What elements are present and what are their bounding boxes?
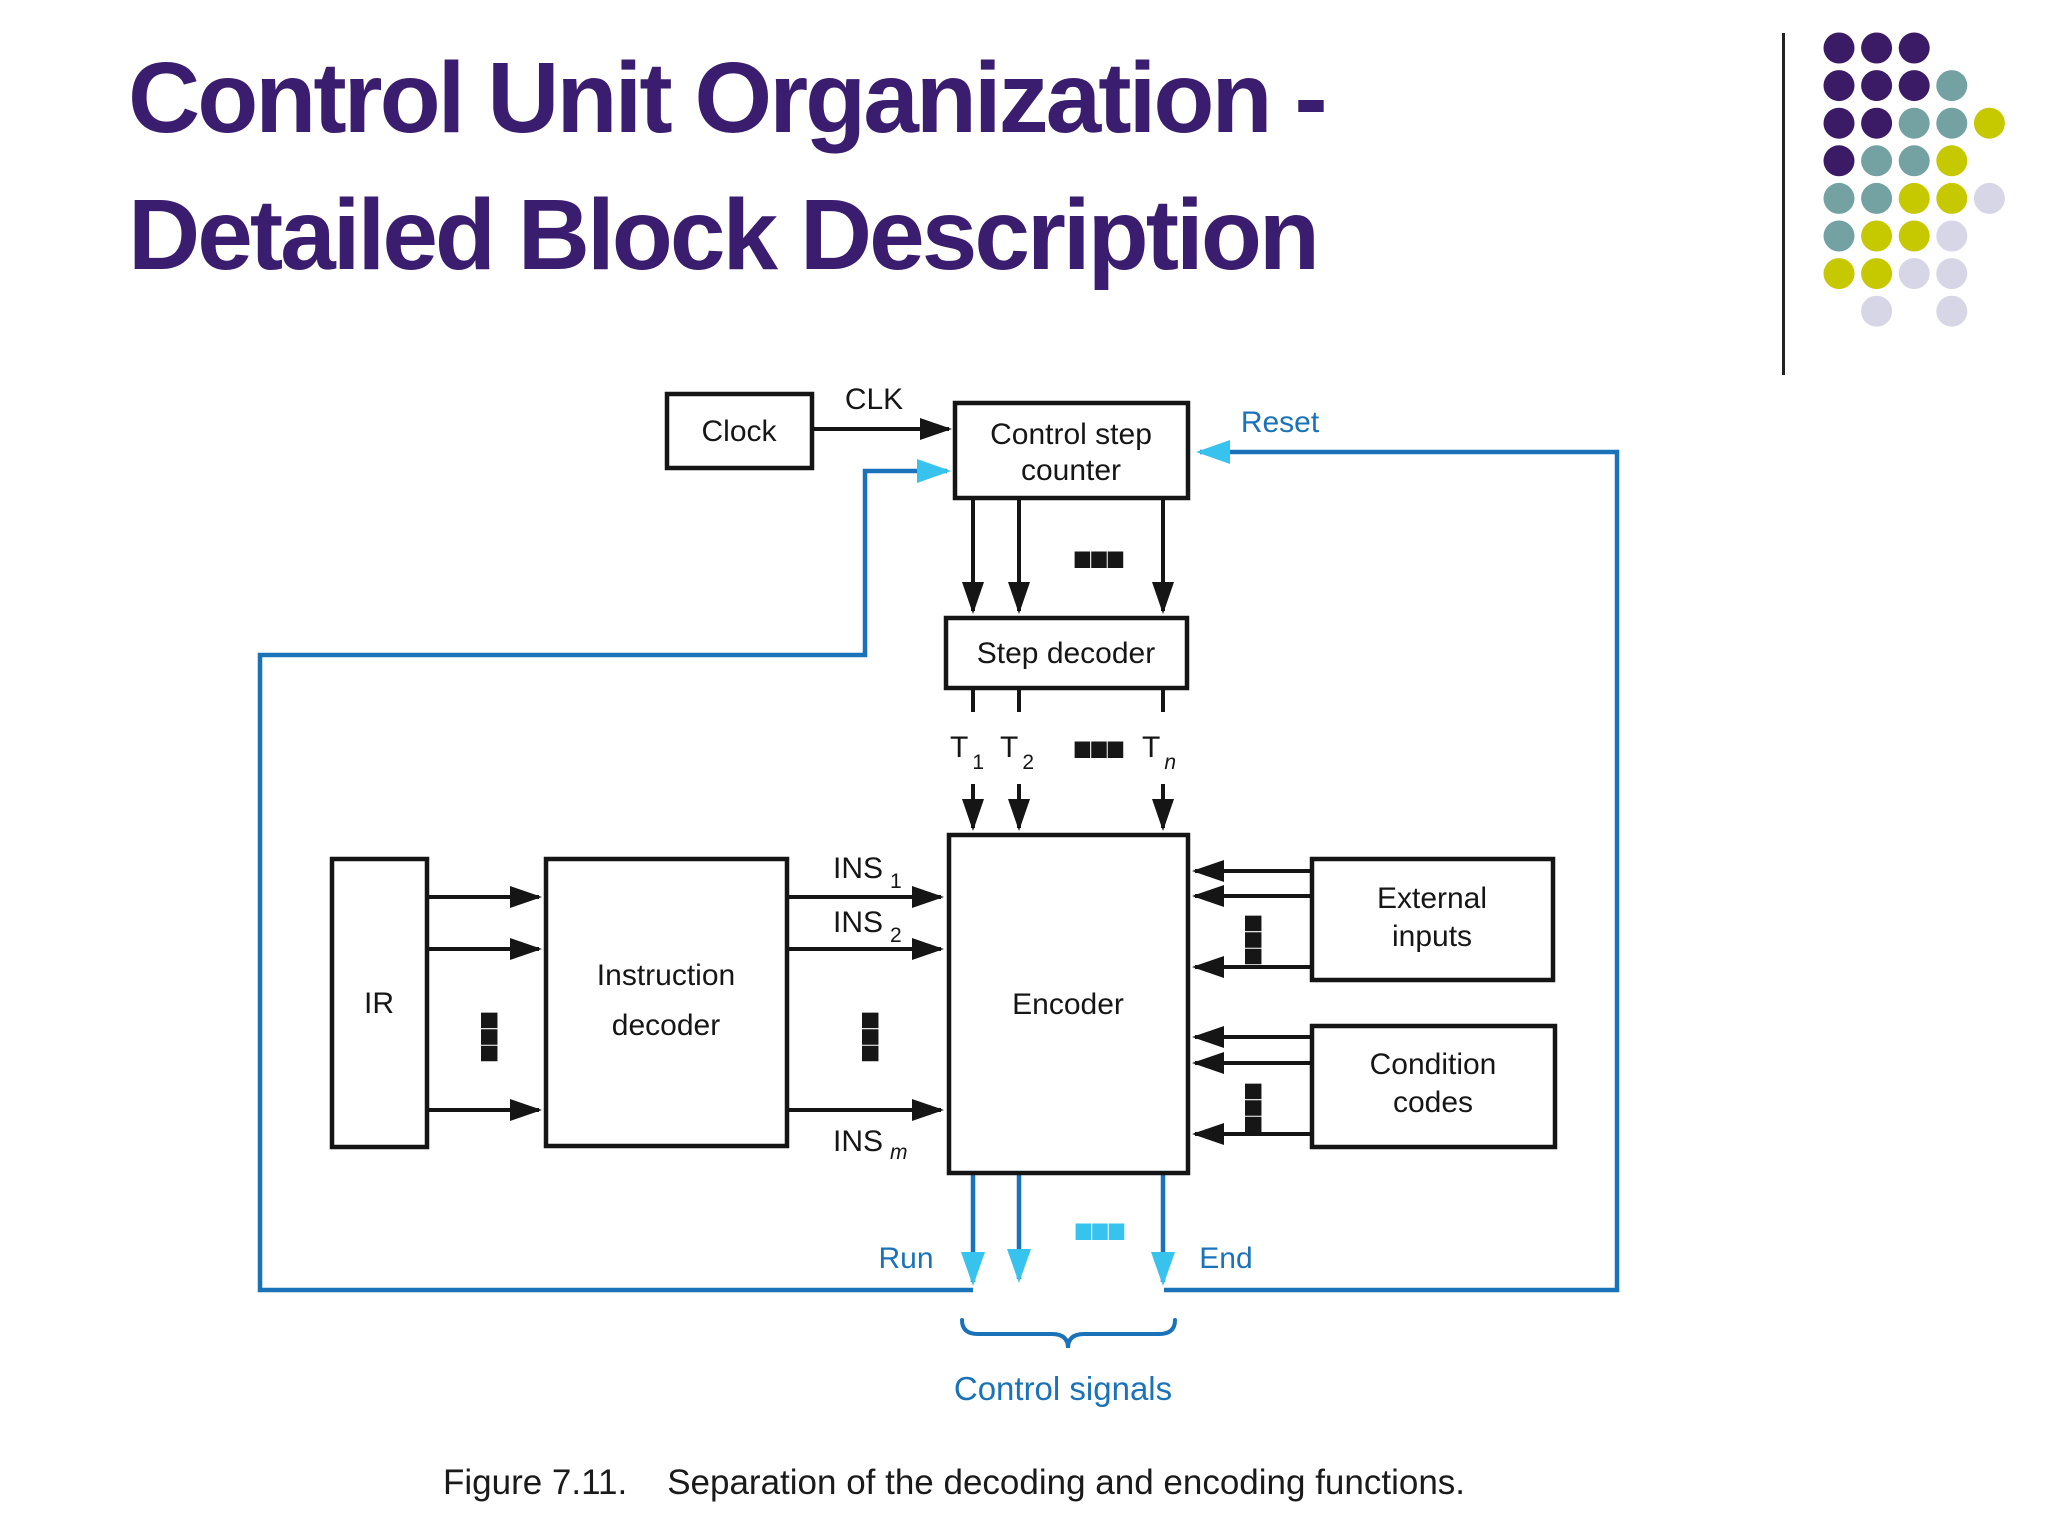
svg-text:IR: IR bbox=[364, 987, 394, 1020]
decorative-dot bbox=[1936, 145, 1968, 177]
decorative-dot bbox=[1861, 295, 1893, 327]
svg-text:Instruction: Instruction bbox=[597, 959, 735, 992]
condition-codes-box: Condition codes bbox=[1309, 1023, 1558, 1150]
svg-text:counter: counter bbox=[1021, 454, 1121, 487]
svg-text:External: External bbox=[1377, 882, 1487, 915]
page-title-line2: Detailed Block Description bbox=[128, 179, 1320, 291]
decorative-dot bbox=[1861, 220, 1893, 252]
decorative-dot bbox=[1823, 107, 1855, 139]
ellipsis-dots: ... bbox=[1067, 469, 1123, 592]
external-inputs-box: External inputs bbox=[1309, 856, 1556, 983]
decorative-dot bbox=[1823, 145, 1855, 177]
decorative-dot bbox=[1861, 107, 1893, 139]
vertical-ellipsis-dots: ... bbox=[1221, 908, 1344, 964]
decorative-dot bbox=[1823, 182, 1855, 214]
svg-text:T1: T1 bbox=[950, 731, 984, 774]
timing-to-encoder-arrows bbox=[962, 784, 1174, 831]
instruction-decoder-box: Instruction decoder bbox=[543, 856, 790, 1149]
decorative-dot bbox=[1898, 145, 1930, 177]
ellipsis-dots: ... bbox=[1067, 659, 1123, 782]
run-label: Run bbox=[878, 1242, 933, 1275]
end-label: End bbox=[1199, 1242, 1252, 1275]
control-signal-output-arrows bbox=[961, 1174, 1175, 1286]
decorative-dot bbox=[1898, 107, 1930, 139]
control-signals-label: Control signals bbox=[954, 1370, 1172, 1407]
decorative-dot bbox=[1861, 145, 1893, 177]
decorative-dot bbox=[1823, 220, 1855, 252]
svg-text:T2: T2 bbox=[1000, 731, 1034, 774]
decorative-dot bbox=[1861, 182, 1893, 214]
decorative-dot bbox=[1936, 220, 1968, 252]
condition-codes-arrows bbox=[1192, 1026, 1312, 1145]
svg-text:Condition: Condition bbox=[1370, 1048, 1497, 1081]
reset-label: Reset bbox=[1241, 406, 1320, 439]
decorative-dot bbox=[1861, 70, 1893, 102]
end-reset-feedback-line bbox=[1164, 440, 1620, 1293]
decorative-dot bbox=[1898, 182, 1930, 214]
figure-caption-text: Separation of the decoding and encoding … bbox=[667, 1463, 1465, 1502]
decorative-dot bbox=[1823, 258, 1855, 290]
run-feedback-line bbox=[257, 459, 973, 1293]
ellipsis-dots-blue: ... bbox=[1068, 1141, 1124, 1264]
decorative-dot bbox=[1861, 258, 1893, 290]
ir-to-decoder-arrows bbox=[427, 886, 542, 1121]
clock-label: Clock bbox=[701, 415, 777, 448]
stepdecoder-output-stubs bbox=[971, 688, 1165, 712]
figure-caption: Figure 7.11. Separation of the decoding a… bbox=[443, 1463, 1465, 1502]
decorative-dot bbox=[1973, 182, 2005, 214]
svg-text:Step decoder: Step decoder bbox=[977, 637, 1155, 670]
decorative-dot bbox=[1861, 32, 1893, 64]
svg-text:Tn: Tn bbox=[1142, 731, 1176, 774]
svg-text:inputs: inputs bbox=[1392, 920, 1472, 953]
decorative-dot bbox=[1936, 107, 1968, 139]
svg-text:Encoder: Encoder bbox=[1012, 988, 1124, 1021]
external-inputs-arrows bbox=[1192, 860, 1312, 978]
clock-box: Clock bbox=[664, 391, 815, 471]
decorative-dot bbox=[1936, 258, 1968, 290]
vertical-ellipsis-dots: ... bbox=[457, 1005, 580, 1061]
control-signals-brace bbox=[960, 1318, 1177, 1349]
decoder-to-encoder-arrows bbox=[787, 886, 944, 1121]
svg-text:Control step: Control step bbox=[990, 418, 1152, 451]
decorative-dot bbox=[1936, 295, 1968, 327]
decorative-dot bbox=[1898, 70, 1930, 102]
decorative-dot bbox=[1898, 32, 1930, 64]
svg-text:codes: codes bbox=[1393, 1086, 1473, 1119]
decorative-dot bbox=[1936, 182, 1968, 214]
figure-number: Figure 7.11. bbox=[443, 1463, 627, 1502]
decorative-dot bbox=[1898, 220, 1930, 252]
decorative-dot bbox=[1823, 70, 1855, 102]
decorative-dot bbox=[1898, 258, 1930, 290]
vertical-ellipsis-dots: ... bbox=[838, 1005, 961, 1061]
step-decoder-box: Step decoder bbox=[943, 615, 1190, 691]
control-step-counter-box: Control step counter bbox=[952, 400, 1191, 501]
page-title: Control Unit Organization - Detailed Blo… bbox=[128, 30, 1328, 304]
decorative-dot bbox=[1973, 107, 2005, 139]
ir-box: IR bbox=[329, 856, 430, 1150]
encoder-box: Encoder bbox=[946, 832, 1191, 1176]
decorative-dot bbox=[1936, 70, 1968, 102]
counter-to-stepdecoder-arrows bbox=[962, 498, 1174, 614]
page-title-line1: Control Unit Organization - bbox=[128, 42, 1328, 154]
decorative-dot-grid bbox=[1823, 32, 2005, 327]
svg-text:decoder: decoder bbox=[612, 1009, 720, 1042]
decorative-dot bbox=[1823, 32, 1855, 64]
clk-label: CLK bbox=[845, 383, 903, 416]
vertical-ellipsis-dots: ... bbox=[1221, 1076, 1344, 1132]
